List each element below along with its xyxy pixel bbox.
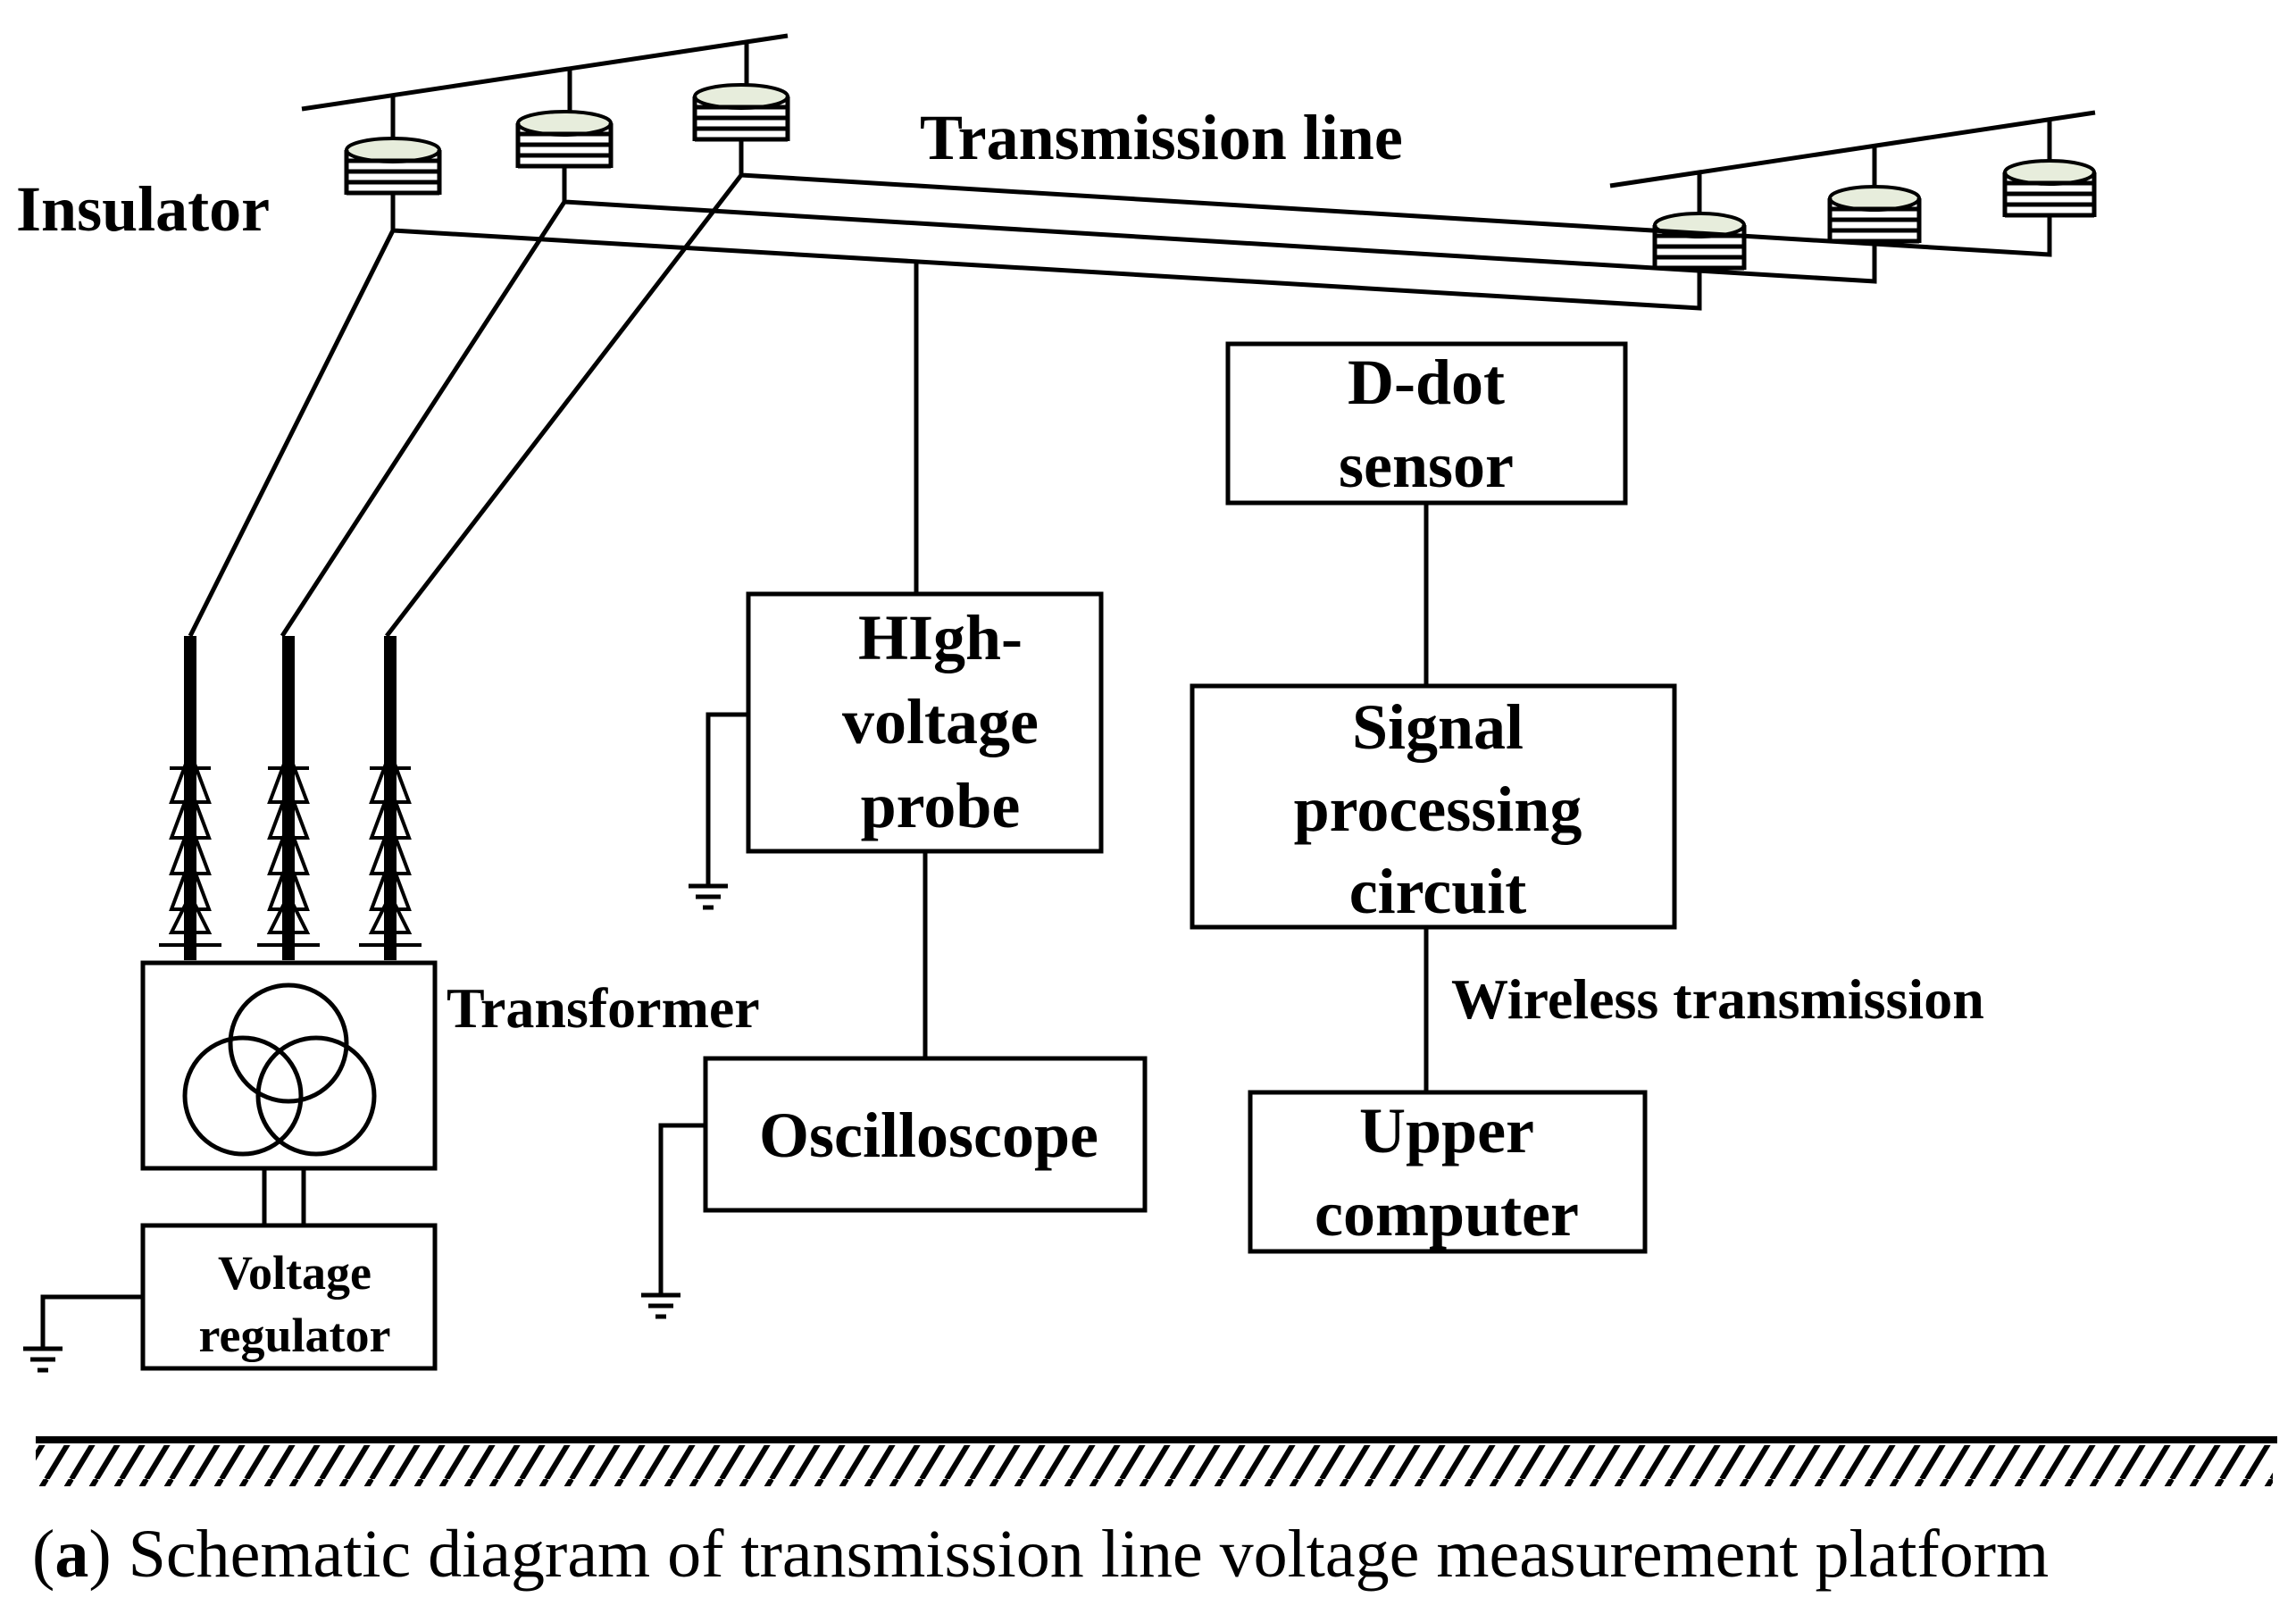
voltage-regulator xyxy=(140,1223,438,1371)
insulator-label: Insulator xyxy=(16,173,270,245)
bushing-2 xyxy=(257,636,320,960)
wireless-transmission-label: Wireless transmission xyxy=(1451,967,1984,1031)
hv-probe-label-line-3: probe xyxy=(861,770,1021,841)
oscilloscope-label: Oscilloscope xyxy=(759,1100,1098,1171)
insulator-left-3 xyxy=(692,83,790,142)
oscilloscope-ground xyxy=(641,1123,705,1319)
oscilloscope xyxy=(703,1056,1148,1213)
voltage-regulator-label-line-1: Voltage xyxy=(218,1246,372,1300)
hv-probe-label-line-1: HIgh- xyxy=(858,602,1023,673)
insulator-left-2 xyxy=(515,110,614,169)
caption-text: Schematic diagram of transmission line v… xyxy=(112,1517,2050,1592)
bushing-1 xyxy=(159,636,221,960)
caption-close-paren: ) xyxy=(88,1517,111,1592)
insulator-left-1 xyxy=(344,137,442,196)
upper-computer xyxy=(1248,1090,1648,1254)
insulator-right-3 xyxy=(2002,159,2097,218)
signal-processing-circuit xyxy=(1190,683,1677,930)
d-dot-sensor xyxy=(1225,341,1628,506)
tower-crossarm-right xyxy=(1609,110,2096,214)
transmission-conductors xyxy=(390,141,2052,311)
signal-circuit-label-line-2: processing xyxy=(1294,774,1582,845)
insulator-right-1 xyxy=(1652,212,1747,271)
bushing-3 xyxy=(359,636,422,960)
tower-crossarm-left xyxy=(301,33,789,141)
d-dot-sensor-label-line-1: D-dot xyxy=(1348,347,1505,418)
upper-computer-label-line-1: Upper xyxy=(1359,1095,1534,1167)
transmission-line-label: Transmission line xyxy=(920,102,1403,173)
down-leads xyxy=(188,173,743,638)
transformer-label: Transformer xyxy=(447,976,760,1040)
caption-open-paren: ( xyxy=(32,1517,54,1592)
transformer xyxy=(140,960,438,1171)
transformer-regulator-links xyxy=(262,1168,306,1225)
signal-circuit-label-line-1: Signal xyxy=(1352,691,1524,763)
d-dot-sensor-label-line-2: sensor xyxy=(1339,430,1514,501)
ground-plane xyxy=(36,1436,2277,1486)
insulator-right-2 xyxy=(1827,185,1922,244)
hv-probe-label-line-2: voltage xyxy=(842,686,1039,757)
signal-circuit-label-line-3: circuit xyxy=(1349,856,1527,927)
upper-computer-label-line-2: computer xyxy=(1315,1178,1579,1250)
caption-letter: a xyxy=(54,1517,88,1592)
figure-caption: (a) Schematic diagram of transmission li… xyxy=(32,1517,2049,1592)
hv-probe-ground xyxy=(689,712,748,910)
voltage-regulator-ground xyxy=(23,1294,143,1373)
voltage-regulator-label-line-2: regulator xyxy=(199,1309,391,1362)
